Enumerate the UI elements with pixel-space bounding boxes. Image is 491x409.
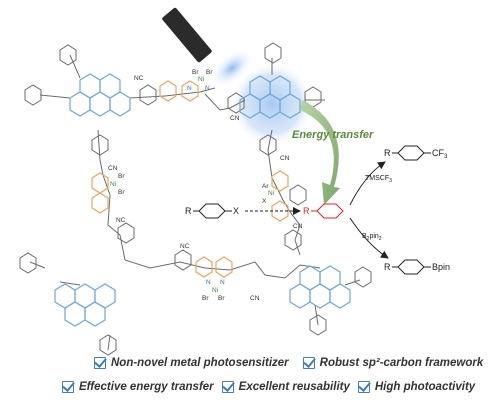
bipyridine-top xyxy=(159,80,199,102)
trifluoromethylation-arrow xyxy=(349,161,386,206)
br-label: Br xyxy=(118,173,125,180)
br-label: Br xyxy=(202,295,209,302)
pyrene-top-right xyxy=(239,75,301,119)
framework-bonds xyxy=(29,54,361,351)
feature-item: Non-novel metal photosensitizer xyxy=(94,357,289,369)
tmscf3-reagent: TMSCF3 xyxy=(365,175,392,184)
br-label: Br xyxy=(118,189,125,196)
bpin-product: R Bpin xyxy=(384,259,450,275)
bpin-label: Bpin xyxy=(432,262,450,272)
n-label: N xyxy=(220,279,225,286)
x-label: X xyxy=(262,198,267,205)
aryl-intermediate: R xyxy=(303,203,344,219)
excitation-glow xyxy=(230,62,314,146)
ni-label: Ni xyxy=(212,287,218,294)
ni-label: Ni xyxy=(198,76,204,83)
pyrene-top-left xyxy=(69,73,131,117)
bipyridine-center xyxy=(271,170,289,222)
feature-row-2: Effective energy transfer Excellent reus… xyxy=(62,381,483,393)
svg-text:CF3: CF3 xyxy=(432,148,448,160)
feature-item: High photoactivity xyxy=(357,381,476,393)
r-label: R xyxy=(303,206,310,216)
n-label: N xyxy=(206,279,211,286)
bipyridine-left xyxy=(91,172,109,214)
bipyridine-units xyxy=(91,80,289,278)
cn-label: CN xyxy=(108,165,118,172)
checkbox-icon xyxy=(94,357,106,369)
r-label: R xyxy=(384,262,391,272)
checkbox-icon xyxy=(302,357,315,369)
phenyl-rings xyxy=(19,42,372,356)
feature-label: Excellent reusability xyxy=(238,381,350,393)
energy-transfer-label: Energy transfer xyxy=(292,129,374,141)
feature-label: High photoactivity xyxy=(374,381,476,393)
cn-label: CN xyxy=(230,115,240,122)
feature-item: Effective energy transfer xyxy=(62,381,214,393)
ni-label: Ni xyxy=(268,190,274,197)
pyrene-bottom-left xyxy=(54,283,116,327)
br-label: Br xyxy=(206,69,213,76)
cn-label: CN xyxy=(250,295,260,302)
bipyridine-bottom xyxy=(195,256,233,278)
borylation-arrow xyxy=(349,217,389,259)
ni-complex-left: Br Ni Br xyxy=(110,173,125,196)
feature-item: Excellent reusability xyxy=(221,381,350,393)
r-label: R xyxy=(384,148,391,158)
ni-complex-top: Br Br Ni N N xyxy=(187,69,213,92)
pyrene-nodes xyxy=(54,73,351,327)
b2pin2-reagent: B2pin2 xyxy=(362,233,382,242)
feature-label: Non-novel metal photosensitizer xyxy=(111,357,289,369)
r-label: R xyxy=(185,206,192,216)
light-source-icon xyxy=(162,7,254,88)
cyano-labels: NC CN CN CN NC CN NC CN xyxy=(108,75,303,302)
pyrene-bottom-right xyxy=(289,265,351,309)
cf3-product: R CF3 xyxy=(384,145,448,161)
br-label: Br xyxy=(192,69,199,76)
checkbox-icon xyxy=(62,381,74,393)
ni-complex-center: Ar Ni X xyxy=(262,183,274,205)
feature-label: Effective energy transfer xyxy=(79,381,214,393)
nc-label: NC xyxy=(116,217,126,224)
cn-label: CN xyxy=(280,155,290,162)
n-label: N xyxy=(205,85,210,92)
energy-transfer-arrow xyxy=(300,100,340,205)
x-label: X xyxy=(233,206,239,216)
nc-label: NC xyxy=(134,75,144,82)
feature-label: Robust sp²-carbon framework xyxy=(319,357,484,369)
feature-item: Robust sp²-carbon framework xyxy=(302,357,484,369)
aryl-halide-substrate: R X xyxy=(185,203,239,219)
br-label: Br xyxy=(218,295,225,302)
checkbox-icon xyxy=(221,381,234,393)
cn-label: CN xyxy=(293,223,303,230)
feature-row-1: Non-novel metal photosensitizer Robust s… xyxy=(94,357,491,369)
ni-label: Ni xyxy=(110,181,116,188)
ar-label: Ar xyxy=(262,183,269,190)
checkbox-icon xyxy=(357,381,370,393)
ni-complex-bottom: N N Ni Br Br xyxy=(202,279,225,302)
n-label: N xyxy=(187,85,192,92)
nc-label: NC xyxy=(180,243,190,250)
